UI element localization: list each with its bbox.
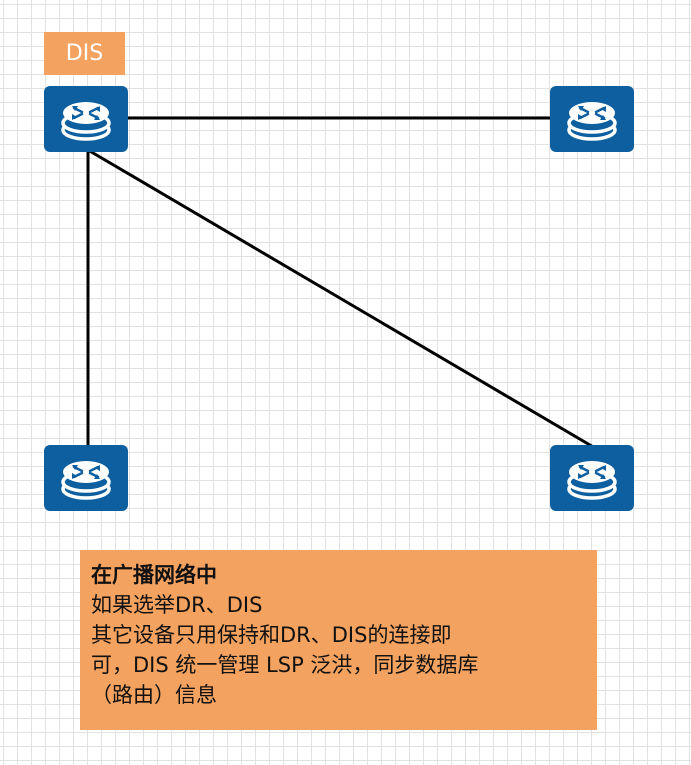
note-line: （路由）信息 (91, 683, 217, 707)
router-icon-bottom-right[interactable] (550, 445, 634, 511)
dis-label: DIS (44, 32, 125, 75)
note-line: 如果选举DR、DIS (91, 593, 263, 617)
router-icon-bottom-left[interactable] (44, 445, 128, 511)
router-icon-dis[interactable] (44, 86, 128, 152)
link-r1-r4 (87, 148, 596, 450)
note-title: 在广播网络中 (91, 563, 217, 587)
router-icon-top-right[interactable] (550, 86, 634, 152)
note-line: 其它设备只用保持和DR、DIS的连接即 (91, 623, 452, 647)
note-line: 可，DIS 统一管理 LSP 泛洪，同步数据库 (91, 653, 479, 677)
note-box: 在广播网络中 如果选举DR、DIS 其它设备只用保持和DR、DIS的连接即 可，… (80, 550, 597, 730)
